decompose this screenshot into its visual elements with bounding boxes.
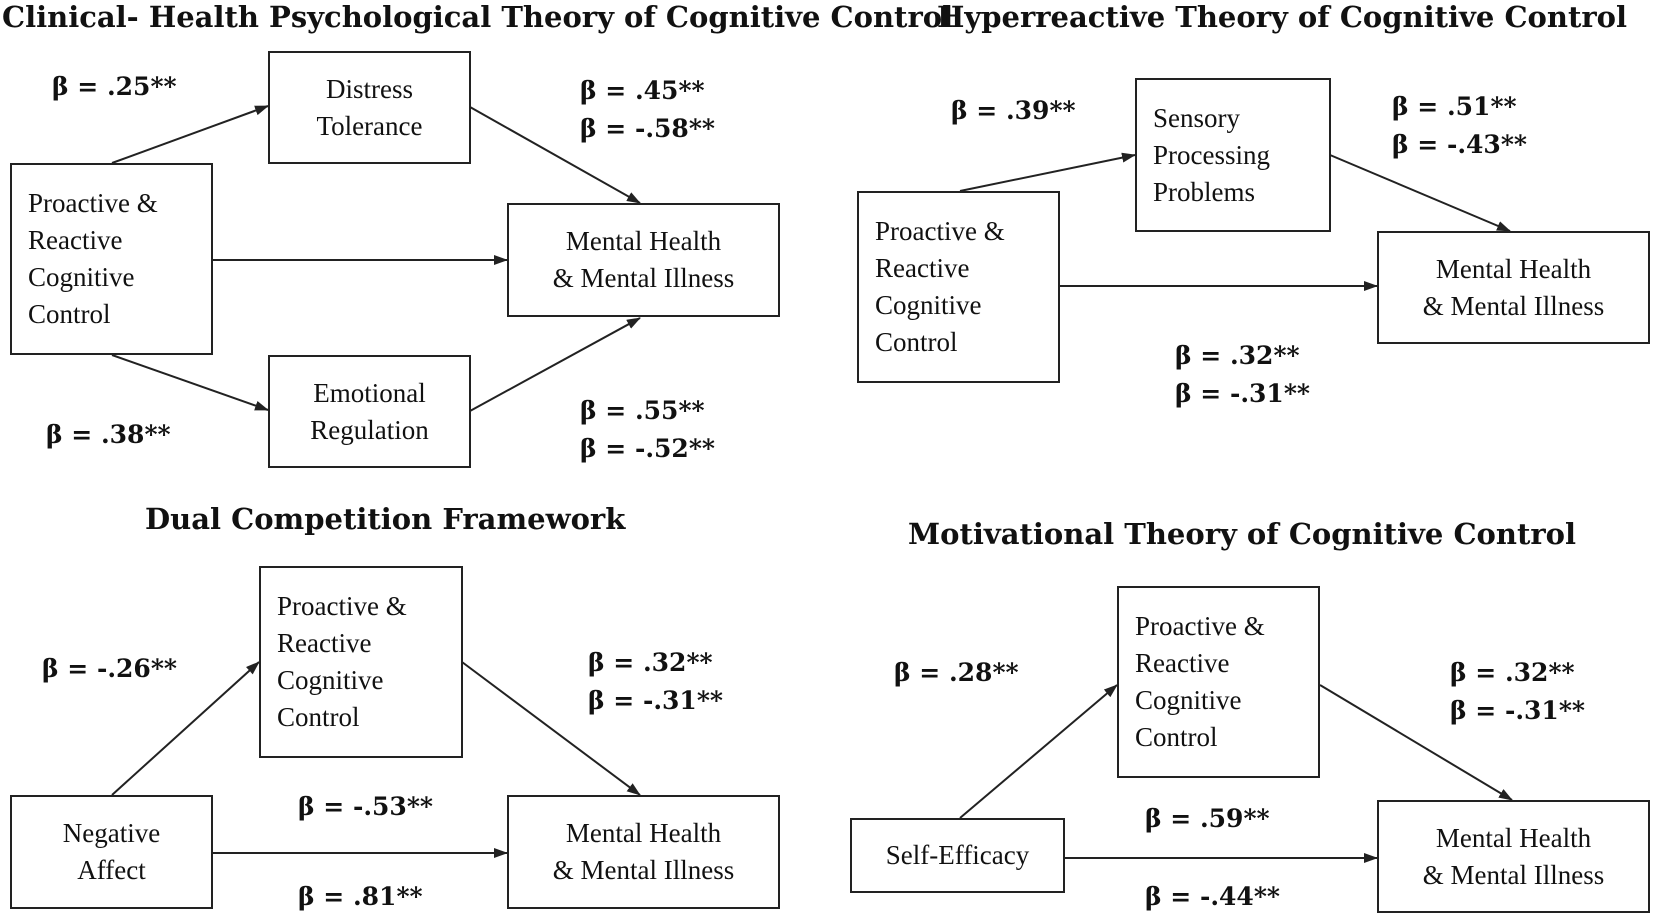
box-text: Negative: [62, 818, 161, 848]
coef-c-top: β = .59**: [1145, 804, 1270, 833]
panel-title: Dual Competition Framework: [145, 502, 626, 536]
coef-a1: β = .25**: [52, 72, 177, 101]
coef-c-bottom: β = -.44**: [1145, 882, 1280, 911]
box-mediator-sensory-processing: Sensory Processing Problems: [1135, 78, 1331, 232]
box-text: Proactive &: [277, 591, 407, 621]
panel-title: Clinical- Health Psychological Theory of…: [2, 0, 954, 34]
box-text: Reactive: [277, 628, 372, 658]
arrow-p4-a: [959, 684, 1118, 819]
box-predictor: Proactive & Reactive Cognitive Control: [10, 163, 213, 355]
box-predictor-self-efficacy: Self-Efficacy: [850, 818, 1065, 893]
box-text: Emotional: [313, 377, 426, 408]
box-text: Sensory: [1153, 102, 1240, 133]
box-text: Mental Health: [565, 226, 722, 256]
coef-a: β = .28**: [894, 658, 1019, 687]
arrow-p1-a2: [111, 354, 269, 411]
coef-b-line2: β = -.31**: [588, 686, 723, 715]
box-outcome: Mental Health & Mental Illness: [507, 203, 780, 317]
box-outcome: Mental Health & Mental Illness: [507, 795, 780, 909]
arrow-p1-b1: [469, 106, 641, 204]
box-text: Distress: [326, 73, 413, 104]
box-mediator-emotional-regulation: Emotional Regulation: [268, 355, 471, 468]
box-text: Reactive: [28, 225, 123, 255]
box-text: Mental Health: [1435, 253, 1592, 284]
box-text: Mental Health: [1435, 822, 1592, 853]
box-text: Reactive: [875, 253, 970, 283]
box-text: & Mental Illness: [552, 855, 735, 885]
box-text: & Mental Illness: [1422, 290, 1605, 321]
box-text: Regulation: [310, 414, 429, 445]
box-text: Control: [28, 299, 111, 329]
coef-c-line1: β = .32**: [1175, 341, 1300, 370]
coef-c-bottom: β = .81**: [298, 882, 423, 911]
coef-b-line2: β = -.43**: [1392, 130, 1527, 159]
arrow-p3-b: [461, 661, 641, 796]
arrow-p4-b: [1319, 684, 1513, 801]
box-text: Cognitive: [28, 262, 135, 292]
arrow-p2-a: [959, 152, 1136, 192]
coef-c-line2: β = -.31**: [1175, 379, 1310, 408]
box-text: Cognitive: [1135, 685, 1242, 715]
coef-b-line1: β = .32**: [1450, 658, 1575, 687]
box-text: Cognitive: [875, 290, 982, 320]
coef-a2: β = .38**: [46, 420, 171, 449]
box-text: Self-Efficacy: [885, 840, 1030, 870]
arrow-p2-b: [1329, 154, 1511, 232]
coef-b-line2: β = -.31**: [1450, 696, 1585, 725]
box-mediator-cognitive-control: Proactive & Reactive Cognitive Control: [1117, 586, 1320, 778]
coef-b2-line2: β = -.52**: [580, 434, 715, 463]
panel-title: Motivational Theory of Cognitive Control: [908, 517, 1576, 551]
box-text: Control: [1135, 722, 1218, 752]
box-text: & Mental Illness: [552, 263, 735, 293]
coef-a: β = -.26**: [42, 654, 177, 683]
box-text: Reactive: [1135, 648, 1230, 678]
coef-b1-line2: β = -.58**: [580, 114, 715, 143]
box-predictor: Proactive & Reactive Cognitive Control: [857, 191, 1060, 383]
coef-b1-line1: β = .45**: [580, 76, 705, 105]
box-text: Proactive &: [875, 216, 1005, 246]
box-text: & Mental Illness: [1422, 859, 1605, 890]
coef-c-top: β = -.53**: [298, 792, 433, 821]
box-mediator-distress-tolerance: Distress Tolerance: [268, 51, 471, 164]
box-text: Proactive &: [1135, 611, 1265, 641]
box-text: Control: [875, 327, 958, 357]
box-outcome: Mental Health & Mental Illness: [1377, 231, 1650, 344]
box-mediator-cognitive-control: Proactive & Reactive Cognitive Control: [259, 566, 463, 758]
arrow-p1-a1: [111, 105, 269, 164]
box-text: Tolerance: [316, 110, 423, 141]
coef-b-line1: β = .32**: [588, 648, 713, 677]
box-predictor-negative-affect: Negative Affect: [10, 795, 213, 909]
box-text: Mental Health: [565, 818, 722, 848]
coef-a: β = .39**: [951, 96, 1076, 125]
arrow-p1-b2: [469, 317, 641, 412]
coef-b-line1: β = .51**: [1392, 92, 1517, 121]
box-text: Processing: [1153, 139, 1270, 170]
box-outcome: Mental Health & Mental Illness: [1377, 800, 1650, 913]
coef-b2-line1: β = .55**: [580, 396, 705, 425]
box-text: Proactive &: [28, 188, 158, 218]
panel-title: Hyperreactive Theory of Cognitive Contro…: [937, 0, 1627, 34]
arrow-p3-a: [111, 661, 260, 796]
box-text: Control: [277, 702, 360, 732]
box-text: Problems: [1153, 176, 1256, 207]
box-text: Affect: [77, 855, 146, 885]
box-text: Cognitive: [277, 665, 384, 695]
